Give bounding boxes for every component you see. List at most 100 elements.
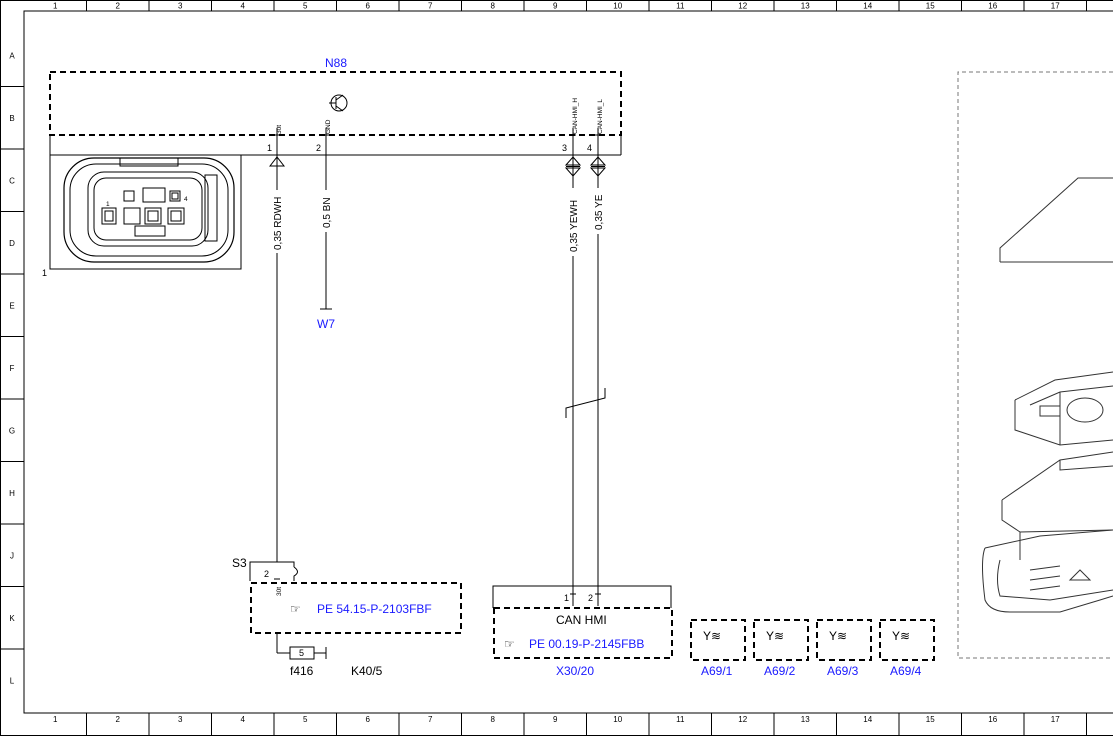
transistor-icon — [329, 94, 348, 112]
connector-pin-4-label: 4 — [184, 196, 188, 203]
can-pin-1-number: 1 — [564, 593, 569, 603]
column-number: 7 — [428, 2, 433, 11]
antenna-icon: Y≋ — [703, 629, 721, 643]
column-number: 4 — [241, 2, 246, 11]
column-number: 15 — [926, 2, 935, 11]
drawing-border — [23, 10, 1113, 714]
ground-point-w7[interactable]: W7 — [317, 308, 335, 331]
component-illustration — [957, 71, 1113, 659]
fuse-f416[interactable]: 5 f416 — [289, 646, 327, 678]
bracket-outline — [999, 177, 1113, 263]
column-number: 8 — [491, 715, 496, 724]
column-number: 16 — [988, 2, 997, 11]
splice-s3[interactable]: S3 2 30t — [232, 556, 298, 596]
row-letter: C — [9, 176, 15, 185]
column-number: 9 — [553, 715, 558, 724]
column-number: 13 — [801, 2, 810, 11]
splice-pin-name: 30t — [276, 587, 283, 596]
plug-pins — [1029, 565, 1092, 591]
connector-pin-1-label: 1 — [106, 201, 110, 208]
pin-2-name: GND — [325, 119, 332, 134]
control-unit-label: N88 — [325, 56, 347, 70]
column-grid: 1122334455667788991010111112121313141415… — [53, 0, 1087, 736]
can-pin-2-number: 2 — [588, 593, 593, 603]
housing-body — [1001, 451, 1113, 560]
column-number: 15 — [926, 715, 935, 724]
row-letter: A — [9, 51, 15, 60]
column-number: 1 — [53, 2, 58, 11]
column-number: 11 — [676, 715, 685, 724]
column-number: 17 — [1051, 2, 1060, 11]
row-letter: H — [9, 489, 15, 498]
pin-3-number: 3 — [562, 143, 567, 153]
control-unit-n88[interactable]: N88 — [49, 56, 622, 136]
antenna-a69-2[interactable]: Y≋ A69/2 — [753, 619, 809, 678]
connector-pinout-icon: 1 4 — [63, 157, 235, 263]
row-letter: J — [10, 551, 14, 560]
column-number: 7 — [428, 715, 433, 724]
pin-4-can-hmi-l[interactable]: CAN-HMI_L 4 — [587, 99, 607, 177]
antenna-icon: Y≋ — [829, 629, 847, 643]
column-number: 6 — [366, 2, 371, 11]
reference-box-1-border — [250, 582, 462, 634]
antenna-label-2: A69/2 — [764, 664, 796, 678]
column-number: 2 — [116, 2, 121, 11]
pin-3-name: CAN-HMI_H — [572, 98, 579, 134]
column-number: 13 — [801, 715, 810, 724]
row-letter: D — [9, 239, 15, 248]
pin-4-name: CAN-HMI_L — [597, 99, 604, 134]
splice-pin-number: 2 — [264, 569, 269, 579]
wire-2-label: 0,5 BN — [322, 197, 333, 228]
row-letter: L — [10, 676, 15, 685]
antenna-label-3: A69/3 — [827, 664, 859, 678]
column-number: 3 — [178, 715, 183, 724]
wire-3-label: 0,35 YEWH — [569, 200, 580, 252]
pin-2-number: 2 — [316, 143, 321, 153]
splice-label: S3 — [232, 556, 247, 570]
pin-1-30t[interactable]: 30t 1 — [267, 125, 286, 167]
row-letter: E — [9, 301, 14, 310]
fuse-number: 5 — [299, 648, 304, 658]
antenna-icon: Y≋ — [766, 629, 784, 643]
reference-link-1[interactable]: PE 54.15-P-2103FBF — [317, 602, 432, 616]
row-letter: B — [9, 114, 14, 123]
column-number: 10 — [613, 2, 622, 11]
can-connector-title: CAN HMI — [556, 613, 607, 627]
column-number: 14 — [863, 2, 872, 11]
column-number: 14 — [863, 715, 872, 724]
row-letter: F — [10, 364, 15, 373]
pin-1-number: 1 — [267, 143, 272, 153]
pin-4-number: 4 — [587, 143, 592, 153]
reference-box-1[interactable]: ☞ PE 54.15-P-2103FBF — [250, 582, 462, 634]
column-number: 6 — [366, 715, 371, 724]
column-number: 5 — [303, 715, 308, 724]
housing-dial — [1066, 397, 1104, 423]
antenna-a69-3[interactable]: Y≋ A69/3 — [816, 619, 872, 678]
column-number: 9 — [553, 2, 558, 11]
fuse-label: f416 — [290, 664, 314, 678]
housing-detail — [1039, 405, 1061, 417]
relay-label[interactable]: K40/5 — [351, 664, 383, 678]
connector-box-label: 1 — [42, 268, 47, 278]
antenna-label-1: A69/1 — [701, 664, 733, 678]
pin-3-can-hmi-h[interactable]: CAN-HMI_H 3 — [562, 98, 582, 177]
twisted-pair-icon — [565, 388, 606, 418]
column-number: 5 — [303, 2, 308, 11]
connector-pinout-box[interactable]: 1 1 4 — [42, 154, 242, 278]
column-number: 8 — [491, 2, 496, 11]
antenna-a69-1[interactable]: Y≋ A69/1 — [690, 619, 746, 678]
control-unit-boundary — [49, 71, 622, 136]
wire-4-label: 0,35 YE — [594, 194, 605, 230]
connector-box — [49, 154, 242, 270]
row-letter: G — [9, 426, 15, 435]
reference-link-2[interactable]: PE 00.19-P-2145FBB — [529, 637, 644, 651]
can-connector-x30-20[interactable]: 1 2 CAN HMI ☞ PE 00.19-P-2145FBB X30/20 — [492, 585, 673, 678]
antenna-a69-4[interactable]: Y≋ A69/4 — [879, 619, 935, 678]
ground-label: W7 — [317, 317, 335, 331]
antenna-icon: Y≋ — [892, 629, 910, 643]
can-connector-label: X30/20 — [556, 664, 594, 678]
pin-2-gnd[interactable]: GND 2 — [316, 119, 332, 153]
row-letter: K — [9, 614, 15, 623]
reference-box-2-border — [493, 607, 673, 659]
